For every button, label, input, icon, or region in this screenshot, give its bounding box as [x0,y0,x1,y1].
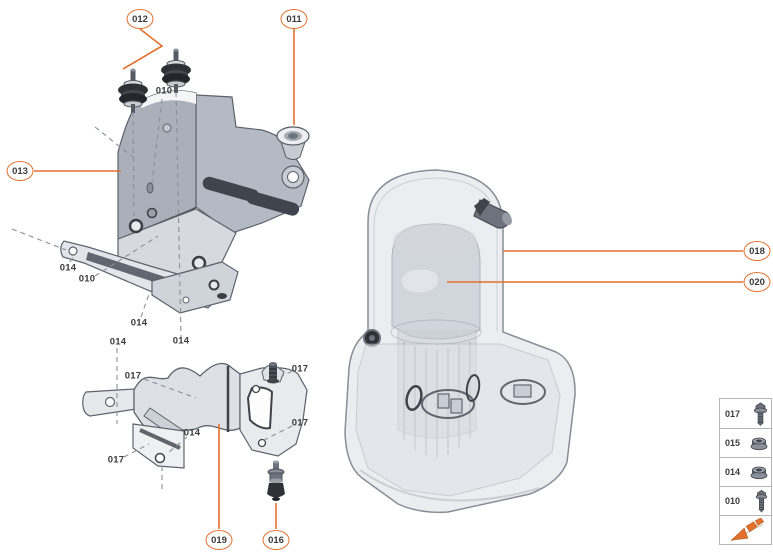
legend-label: 010 [725,496,741,506]
part-label-017: 017 [107,454,125,466]
part-label-010: 010 [78,273,96,285]
part-label-014: 014 [109,336,127,348]
flange-nut-icon [750,466,768,479]
pump-unit [344,169,576,514]
part-label-017: 017 [291,417,309,429]
part-label-010: 010 [155,85,173,97]
bolt-icon [755,490,768,513]
direction-arrow-icon [730,518,764,542]
legend-label: 017 [725,408,741,419]
part-label-014: 014 [183,427,201,439]
callout-016[interactable]: 016 [262,530,290,550]
legend-item-015[interactable]: 015 [720,428,771,457]
stud-part-017 [261,362,285,384]
part-label-014: 014 [59,262,77,274]
rubber-mount-right [161,48,191,93]
legend-label: 015 [725,438,741,448]
part-label-014: 014 [130,317,148,329]
callout-019[interactable]: 019 [205,530,233,550]
callout-018[interactable]: 018 [743,241,771,261]
legend-item-direction[interactable] [720,515,771,544]
part-label-017: 017 [124,370,142,382]
part-label-017: 017 [291,363,309,375]
rubber-mount-left [118,68,148,113]
callout-leader-lines [34,28,743,529]
legend-item-010[interactable]: 010 [720,486,771,515]
flange-nut-icon [750,437,768,450]
callout-012[interactable]: 012 [126,9,154,29]
legend-item-017[interactable]: 017 [720,399,771,428]
stud-bolt-icon [753,402,768,426]
grommet-part [276,126,310,160]
callout-013[interactable]: 013 [6,161,34,181]
legend-label: 014 [725,467,741,477]
fastener-legend-panel: 017 015 014 [719,398,772,545]
part-label-014: 014 [172,335,190,347]
dashed-leader-lines [11,91,293,492]
lower-bracket-assembly [82,362,308,469]
callout-020[interactable]: 020 [743,272,771,292]
upper-bracket-assembly [60,90,310,314]
stud-part-016 [267,460,285,501]
callout-011[interactable]: 011 [280,9,308,29]
legend-item-014[interactable]: 014 [720,457,771,486]
